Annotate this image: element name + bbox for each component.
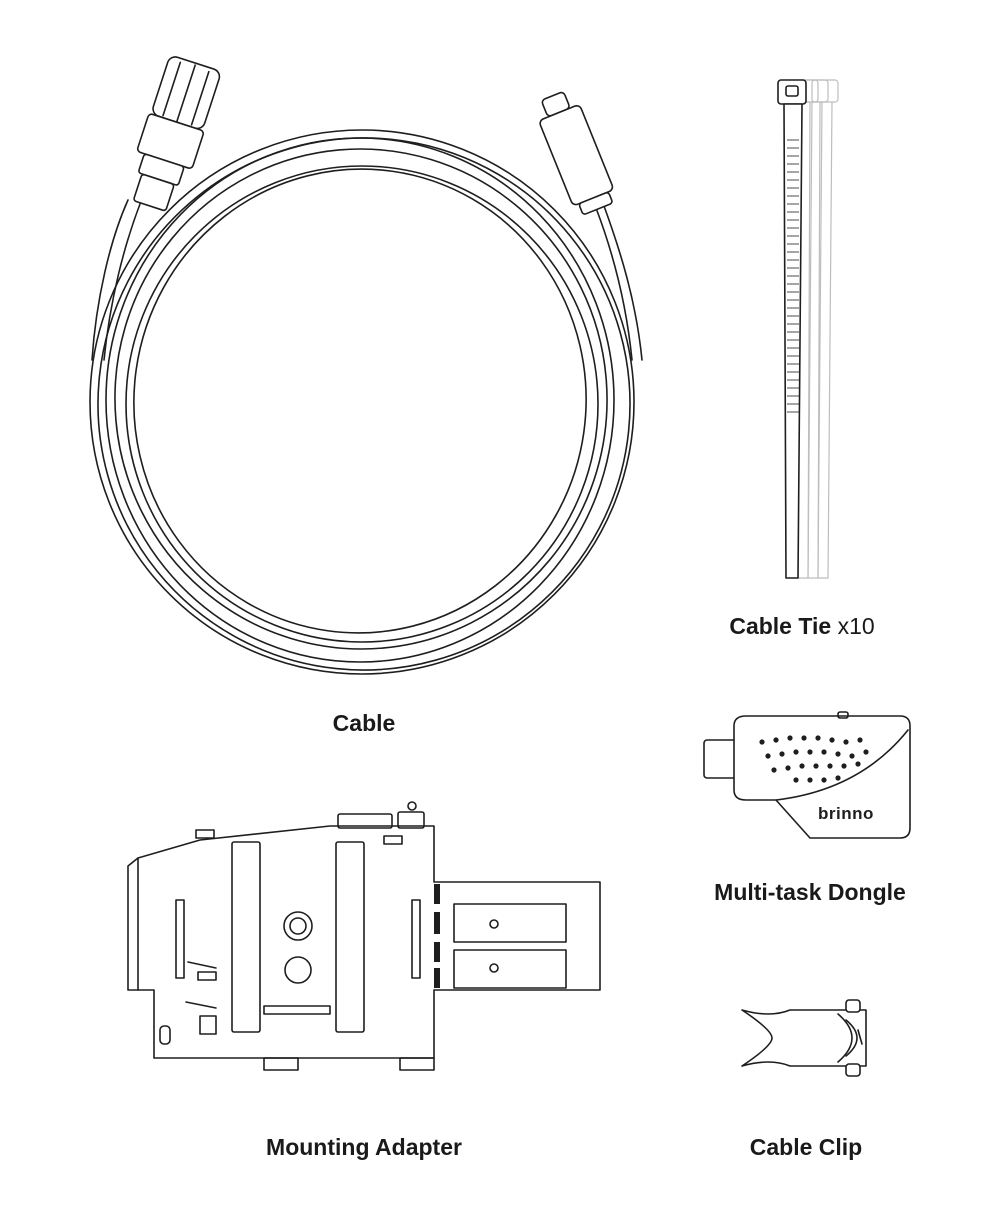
cable-tie-drawing	[777, 79, 839, 579]
dongle-label: Multi-task Dongle	[714, 879, 906, 906]
mounting-adapter-drawing	[127, 801, 601, 1071]
mounting-adapter-label: Mounting Adapter	[266, 1134, 462, 1161]
mounting-adapter-label-text: Mounting Adapter	[266, 1134, 462, 1160]
cable-tie-quantity: x10	[837, 613, 875, 639]
cable-drawing	[89, 56, 643, 675]
dongle-label-text: Multi-task Dongle	[714, 879, 906, 905]
cable-clip-label-text: Cable Clip	[749, 1134, 863, 1160]
cable-clip-label: Cable Clip	[750, 1134, 862, 1161]
cable-tie-label: Cable Tie x10	[729, 613, 874, 640]
cable-tie-label-text: Cable Tie	[729, 613, 832, 639]
cable-label-text: Cable	[332, 710, 396, 736]
cable-clip-drawing	[741, 999, 867, 1077]
dongle-drawing	[703, 711, 911, 839]
brinno-logo: brinno	[818, 804, 874, 823]
cable-label: Cable	[333, 710, 396, 737]
